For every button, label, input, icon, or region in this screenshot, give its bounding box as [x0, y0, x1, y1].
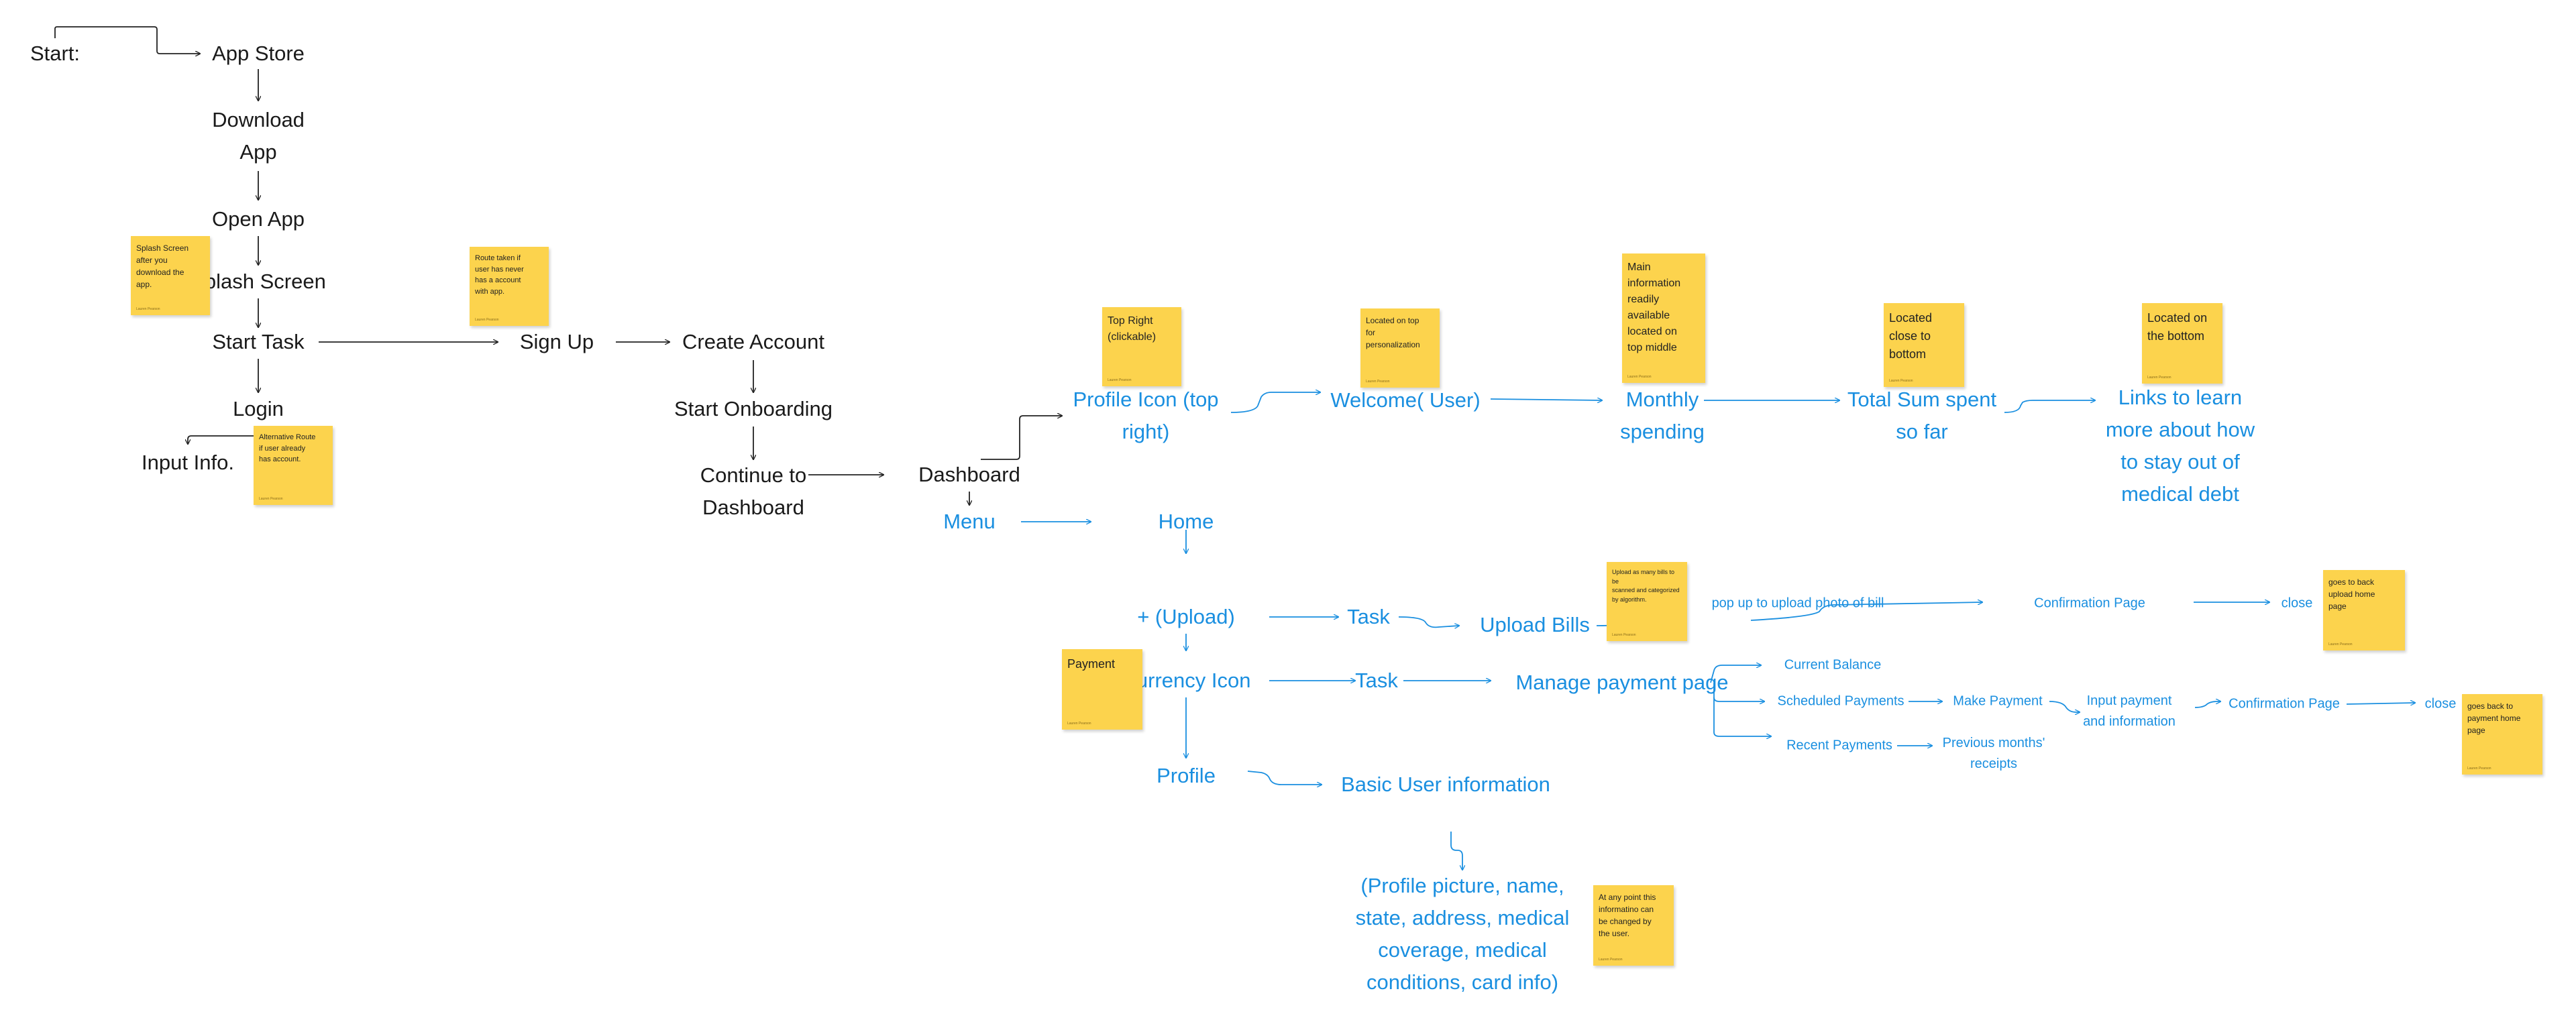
node-create-account: Create Account [682, 329, 824, 353]
node-upload-bills: Upload Bills [1480, 612, 1590, 636]
node-menu: Menu [943, 509, 996, 533]
node-start-task: Start Task [212, 329, 305, 353]
node-profile: Profile [1157, 763, 1216, 787]
node-input-info: Input Info. [142, 450, 234, 474]
node-splash-screen: Splash Screen [191, 269, 326, 293]
node-recent-payments: Recent Payments [1786, 738, 1892, 753]
node-welcome-user: Welcome( User) [1330, 388, 1481, 412]
node-sign-up: Sign Up [519, 329, 594, 353]
node-close-2: close [2424, 696, 2457, 712]
node-current-balance: Current Balance [1784, 657, 1882, 673]
node-upload: + (Upload) [1137, 604, 1235, 628]
node-open-app: Open App [212, 207, 305, 231]
node-task-payment: Task [1355, 668, 1398, 692]
node-scheduled-payments: Scheduled Payments [1777, 693, 1904, 709]
node-close-1: close [2281, 595, 2313, 611]
start-label: Start: [30, 41, 80, 65]
node-manage-payment: Manage payment page [1515, 670, 1729, 694]
node-home: Home [1158, 509, 1214, 533]
node-basic-user-info: Basic User information [1341, 772, 1550, 796]
node-task-upload: Task [1347, 604, 1390, 628]
node-profile-details: (Profile picture, name,state, address, m… [1355, 873, 1570, 995]
node-previous-receipts: Previous months'receipts [1942, 736, 2045, 771]
node-login: Login [233, 396, 284, 420]
sticky-note-payment: Payment Lauren Pearson [1062, 649, 1142, 730]
node-confirmation-page-2: Confirmation Page [2229, 696, 2340, 712]
node-confirmation-page-1: Confirmation Page [2034, 595, 2145, 611]
node-make-payment: Make Payment [1953, 693, 2043, 709]
node-app-store: App Store [212, 41, 305, 65]
node-dashboard: Dashboard [918, 462, 1020, 486]
node-start-onboarding: Start Onboarding [674, 396, 833, 420]
sticky-note-top-right: Top Right(clickable) Lauren Pearson [1102, 307, 1181, 386]
node-currency-icon: Currency Icon [1121, 668, 1251, 692]
node-popup-upload: pop up to upload photo of bill [1711, 595, 1884, 611]
